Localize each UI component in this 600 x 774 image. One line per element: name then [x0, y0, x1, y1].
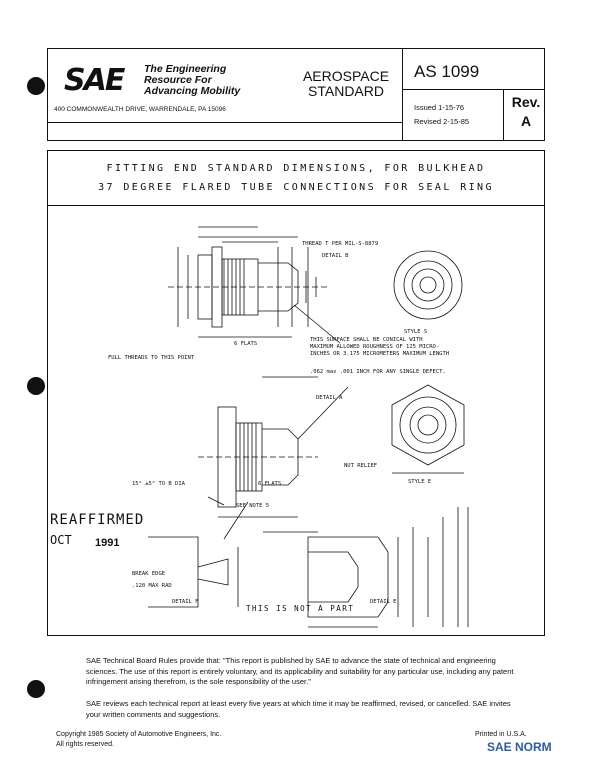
- label-seal-note: THIS SURFACE SHALL BE CONICAL WITH MAXIM…: [310, 337, 449, 357]
- label-detail-e: DETAIL E: [370, 599, 397, 605]
- label-break-edge: BREAK EDGE: [132, 571, 165, 577]
- label-detail-a: DETAIL A: [316, 395, 343, 401]
- document-title: FITTING END STANDARD DIMENSIONS, FOR BUL…: [98, 163, 494, 193]
- sae-logo: SAE: [64, 63, 125, 98]
- label-thread: THREAD T PER MIL-S-8879: [302, 241, 378, 247]
- label-nut-relief: NUT RELIEF: [344, 463, 377, 469]
- technical-board-note: SAE Technical Board Rules provide that: …: [86, 656, 514, 686]
- binder-hole: [27, 377, 45, 395]
- tagline: The Engineering Resource For Advancing M…: [144, 63, 241, 97]
- binder-hole: [27, 77, 45, 95]
- document-number: AS 1099: [414, 62, 480, 81]
- technical-drawing: THREAD T PER MIL-S-8879 DETAIL B STYLE S…: [108, 226, 469, 628]
- label-flats: 6 FLATS: [234, 341, 257, 347]
- printed-in: Printed in U.S.A.: [475, 731, 527, 738]
- label-see-note: SEE NOTE 5: [236, 503, 269, 509]
- review-note: SAE reviews each technical report at lea…: [86, 699, 511, 719]
- watermark: SAE NORM: [487, 740, 552, 754]
- document-type: AEROSPACE STANDARD: [302, 68, 390, 99]
- label-flats-2: 6 FLATS: [258, 481, 281, 487]
- label-style-s: STYLE S: [404, 329, 427, 335]
- stamp-month: OCT: [50, 533, 72, 547]
- binder-hole: [27, 680, 45, 698]
- issue-dates: Issued 1-15-76 Revised 2-15-85: [414, 103, 470, 126]
- label-not-a-part: THIS IS NOT A PART: [246, 604, 354, 613]
- revision: Rev. A: [511, 94, 541, 129]
- label-detail-f: DETAIL F: [172, 599, 199, 605]
- label-style-e: STYLE E: [408, 479, 431, 485]
- reaffirmed-stamp: REAFFIRMED: [50, 512, 145, 528]
- label-radial-defect: .062 max .001 INCH FOR ANY SINGLE DEFECT…: [310, 369, 446, 375]
- copyright: Copyright 1985 Society of Automotive Eng…: [56, 731, 222, 748]
- label-angle: 15° ±5° TO B DIA: [132, 481, 186, 487]
- label-detail-b: DETAIL B: [322, 253, 349, 259]
- drawing-frame: FITTING END STANDARD DIMENSIONS, FOR BUL…: [47, 150, 545, 636]
- label-full-threads: FULL THREADS TO THIS POINT: [108, 355, 195, 361]
- stamp-year: 1991: [95, 537, 120, 549]
- document-header: SAE The Engineering Resource For Advanci…: [47, 48, 545, 141]
- address: 400 COMMONWEALTH DRIVE, WARRENDALE, PA 1…: [54, 106, 226, 113]
- label-max-rad: .120 MAX RAD: [132, 583, 172, 589]
